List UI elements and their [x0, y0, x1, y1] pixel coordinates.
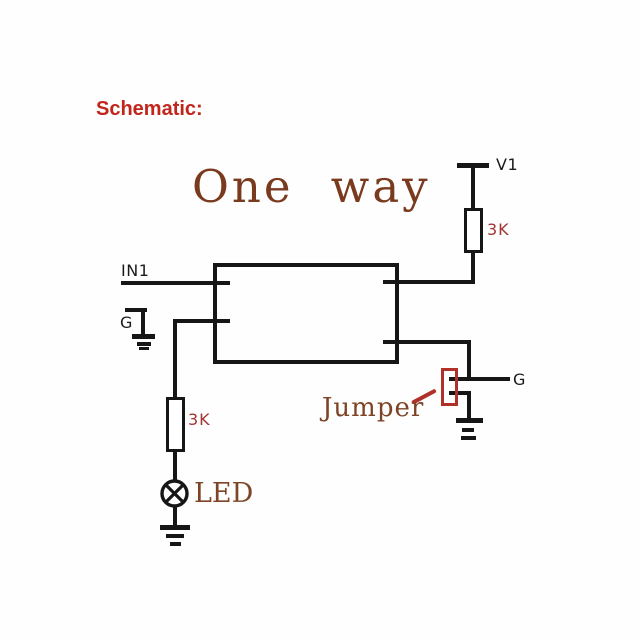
led-lamp-icon	[160, 479, 189, 508]
jumper-label: Jumper	[322, 393, 425, 423]
ic-body	[213, 263, 399, 364]
supply-rail-bar	[457, 163, 489, 168]
resistor-led-value: 3K	[188, 410, 211, 429]
ground-led-bar3	[170, 542, 181, 546]
ground-right-label: G	[513, 370, 526, 389]
wire-jumper-top-pin	[449, 377, 510, 381]
input-label: IN1	[121, 261, 150, 280]
ground-led-bar1	[160, 525, 190, 530]
wire-resistor-down	[471, 252, 475, 283]
wire-pin2-horizontal	[173, 319, 230, 323]
ground-led-bar2	[166, 534, 184, 538]
wire-in1	[121, 281, 230, 285]
wire-output2	[383, 340, 471, 344]
led-label: LED	[194, 478, 254, 509]
ground-left-bar3	[139, 347, 149, 350]
resistor-led	[166, 397, 185, 452]
supply-label: V1	[496, 155, 519, 174]
resistor-supply-value: 3K	[487, 220, 510, 239]
resistor-supply	[464, 208, 483, 253]
ground-left-bar2	[137, 342, 151, 346]
ground-right-bar2	[462, 428, 474, 432]
wire-output1	[383, 280, 475, 284]
ground-right-bar3	[461, 436, 476, 440]
wire-output2-down	[467, 340, 471, 381]
ground-left-top-bar	[125, 308, 147, 312]
wire-resistor-to-led	[173, 450, 177, 481]
ground-right-bar1	[456, 418, 483, 423]
ground-left-label: G	[120, 313, 133, 332]
jumper-highlight-box	[441, 368, 458, 406]
ground-left-stem	[141, 308, 145, 337]
schematic-heading: Schematic:	[96, 98, 203, 120]
wire-jumper-bottom-pin	[449, 391, 471, 395]
wire-v1-to-resistor	[471, 167, 475, 209]
circuit-title: One way	[192, 160, 431, 213]
wire-jumper-to-ground	[467, 391, 471, 420]
wire-pin2-vertical	[173, 319, 177, 398]
wire-led-to-ground	[173, 507, 177, 527]
ground-left-bar1	[132, 334, 155, 339]
